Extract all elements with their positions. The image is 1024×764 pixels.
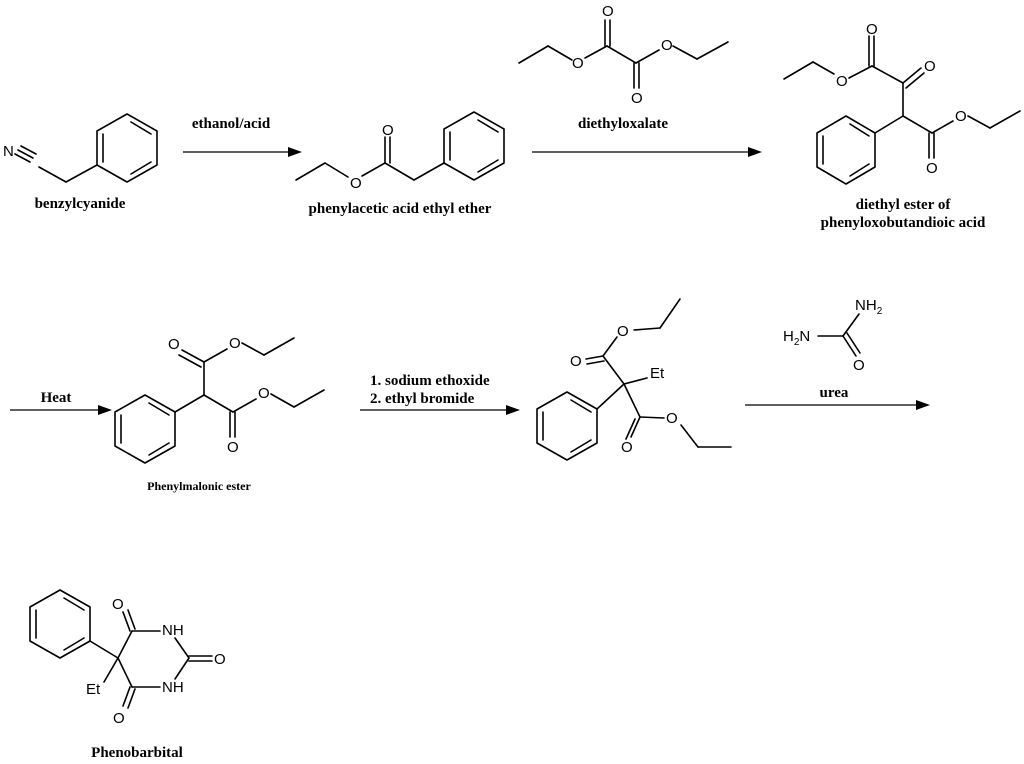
phenylmalonic-ester-structure: O O O O: [114, 335, 325, 464]
phenobarbital-structure: Et O NH O NH O: [29, 589, 226, 727]
oxygen-atom: O: [661, 37, 673, 54]
phenylmalonic-ester-label: Phenylmalonic ester: [147, 479, 251, 493]
nitrogen-atom: N: [3, 143, 14, 160]
ethyl-group: Et: [650, 365, 665, 382]
ethyl-group: Et: [86, 681, 101, 698]
phenobarbital-label: Phenobarbital: [91, 745, 183, 761]
oxygen-atom: O: [112, 596, 124, 613]
amine-group: NH2: [855, 297, 883, 317]
diethyloxalate-structure: O O O O: [518, 3, 729, 107]
reagent-sodium-ethoxide: 1. sodium ethoxide: [370, 373, 490, 389]
amide-nh: NH: [162, 622, 184, 639]
phenylacetic-ester-label: phenylacetic acid ethyl ether: [309, 201, 492, 217]
oxygen-atom: O: [258, 385, 270, 402]
phenylacetic-ester-structure: O O: [295, 111, 505, 192]
oxygen-atom: O: [955, 108, 967, 125]
oxygen-atom: O: [924, 58, 936, 75]
oxobutandioate-label-line1: diethyl ester of: [856, 197, 952, 213]
urea-structure: H2N NH2 O: [783, 297, 883, 374]
reagent-ethanol-acid: ethanol/acid: [192, 116, 271, 132]
ethylphenylmalonic-ester-structure: Et O O O O: [536, 298, 732, 461]
oxygen-atom: O: [866, 21, 878, 38]
benzylcyanide-structure: N: [3, 113, 158, 183]
oxygen-atom: O: [621, 439, 633, 456]
diethyloxalate-label: diethyloxalate: [578, 116, 668, 132]
oxygen-atom: O: [836, 73, 848, 90]
oxygen-atom: O: [229, 335, 241, 352]
oxygen-atom: O: [666, 410, 678, 427]
amine-group: H2N: [783, 328, 810, 348]
oxygen-atom: O: [350, 175, 362, 192]
oxygen-atom: O: [382, 122, 394, 139]
oxygen-atom: O: [572, 55, 584, 72]
oxygen-atom: O: [113, 710, 125, 727]
oxobutandioate-structure: O O O O O: [783, 21, 1021, 185]
oxygen-atom: O: [853, 357, 865, 374]
reagent-heat: Heat: [41, 390, 72, 406]
reagent-urea: urea: [820, 385, 849, 401]
benzylcyanide-label: benzylcyanide: [35, 196, 126, 212]
reagent-ethyl-bromide: 2. ethyl bromide: [370, 391, 475, 407]
oxygen-atom: O: [214, 651, 226, 668]
oxobutandioate-label-line2: phenyloxobutandioic acid: [821, 215, 986, 231]
oxygen-atom: O: [631, 90, 643, 107]
amide-nh: NH: [162, 679, 184, 696]
oxygen-atom: O: [227, 439, 239, 456]
oxygen-atom: O: [602, 3, 614, 20]
oxygen-atom: O: [926, 160, 938, 177]
oxygen-atom: O: [168, 336, 180, 353]
oxygen-atom: O: [570, 353, 582, 370]
oxygen-atom: O: [617, 323, 629, 340]
